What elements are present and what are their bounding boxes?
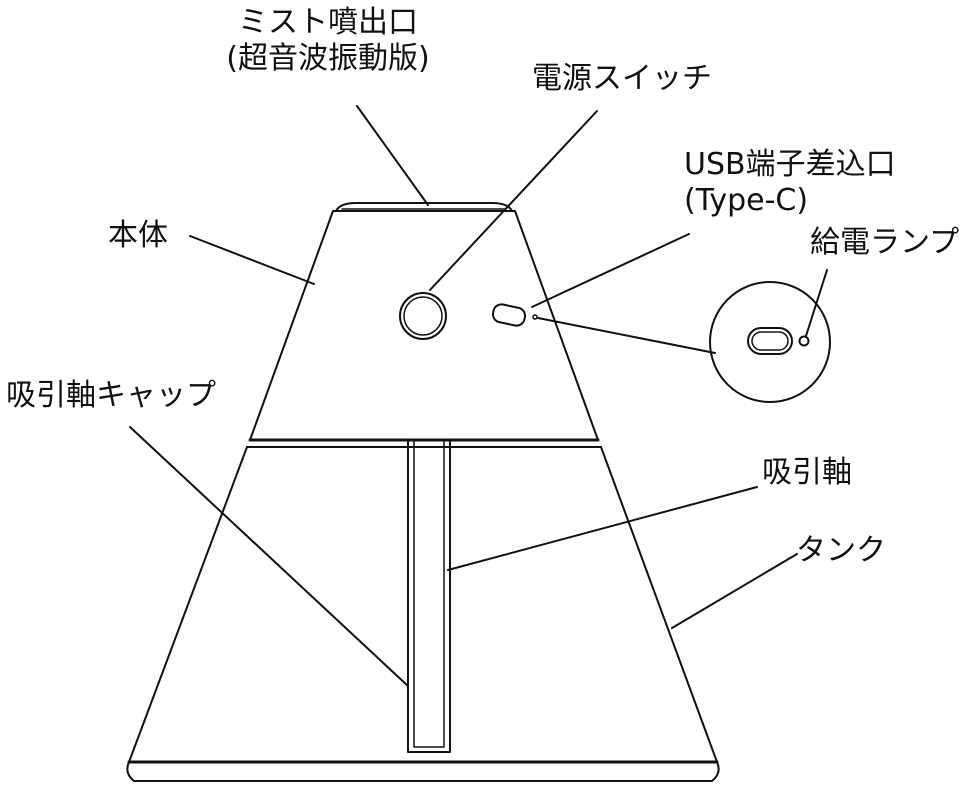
power-lamp-dot-small [533, 315, 537, 319]
leader-body [190, 236, 314, 284]
leader-power-lamp [806, 270, 827, 336]
leader-shaft-cap [130, 427, 408, 686]
leader-tank [672, 554, 797, 628]
power-switch-inner [404, 297, 442, 335]
label-usb-port: USB端子差込口 [684, 147, 896, 182]
tank-outline [129, 447, 717, 762]
usb-port-icon [491, 303, 526, 327]
label-usb-port-sub: (Type-C) [684, 183, 809, 218]
power-switch-icon [400, 293, 446, 339]
mist-outlet-plate [336, 203, 512, 211]
usb-port-zoom-icon [748, 328, 792, 354]
label-shaft-cap: 吸引軸キャップ [6, 378, 216, 413]
label-power-switch: 電源スイッチ [532, 61, 712, 96]
label-shaft: 吸引軸 [762, 455, 852, 490]
leader-shaft [448, 487, 757, 570]
leader-usb-port [532, 234, 689, 307]
label-mist-outlet: ミスト噴出口 [238, 5, 418, 40]
leader-power-switch [430, 111, 597, 290]
suction-shaft-cap [414, 440, 444, 447]
base-rim [127, 762, 718, 781]
label-mist-outlet-sub: (超音波振動版) [226, 41, 430, 76]
label-body: 本体 [108, 218, 168, 253]
leader-mist-outlet [357, 106, 428, 205]
usb-port-zoom-inner [752, 332, 788, 350]
label-power-lamp: 給電ランプ [810, 225, 960, 260]
main-body-outline [249, 210, 599, 441]
power-lamp-zoom-dot [800, 337, 809, 346]
suction-shaft-inner [414, 447, 444, 747]
leader-zoom [538, 318, 715, 353]
zoom-inset-circle [710, 282, 830, 402]
label-tank: タンク [796, 533, 886, 568]
